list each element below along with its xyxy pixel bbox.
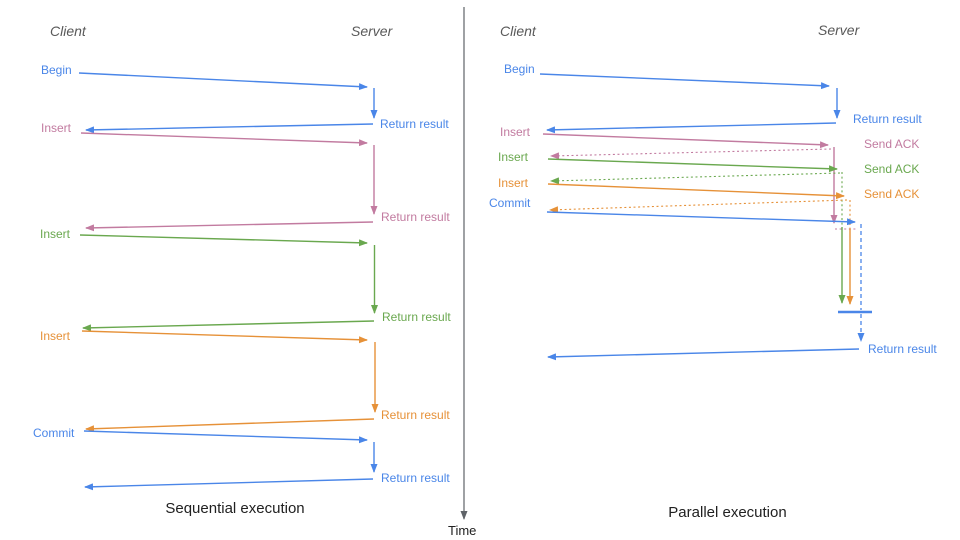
right-insert2-label: Insert bbox=[498, 150, 529, 164]
left-begin-result: Return result bbox=[380, 117, 449, 131]
left-client-heading: Client bbox=[50, 23, 86, 39]
right-insert1-ack: Send ACK bbox=[864, 137, 920, 151]
left-insert1-flow bbox=[80, 132, 378, 232]
right-begin-label: Begin bbox=[504, 62, 535, 76]
right-insert3-flow bbox=[547, 183, 854, 305]
right-commit-label: Commit bbox=[489, 196, 531, 210]
time-axis-label: Time bbox=[448, 523, 477, 538]
right-panel-title: Parallel execution bbox=[668, 504, 787, 521]
right-insert1-label: Insert bbox=[500, 125, 531, 139]
left-insert3-flow bbox=[81, 330, 379, 433]
right-insert2-flow bbox=[547, 158, 846, 304]
right-insert1-flow bbox=[542, 133, 857, 230]
left-insert2-label: Insert bbox=[40, 227, 71, 241]
left-insert3-result: Return result bbox=[381, 408, 450, 422]
right-commit-result: Return result bbox=[868, 342, 937, 356]
left-insert1-result: Return result bbox=[381, 210, 450, 224]
right-insert2-ack: Send ACK bbox=[864, 162, 920, 176]
left-insert3-label: Insert bbox=[40, 329, 71, 343]
left-server-heading: Server bbox=[351, 23, 393, 39]
right-server-heading: Server bbox=[818, 22, 860, 38]
left-panel-title: Sequential execution bbox=[165, 500, 305, 517]
left-insert1-label: Insert bbox=[41, 121, 72, 135]
left-begin-flow bbox=[78, 72, 378, 134]
right-insert3-ack: Send ACK bbox=[864, 187, 920, 201]
right-insert3-label: Insert bbox=[498, 176, 529, 190]
left-commit-flow bbox=[83, 430, 378, 491]
left-insert2-result: Return result bbox=[382, 310, 451, 324]
right-begin-result: Return result bbox=[853, 112, 922, 126]
left-commit-label: Commit bbox=[33, 426, 75, 440]
left-begin-label: Begin bbox=[41, 63, 72, 77]
right-client-heading: Client bbox=[500, 23, 536, 39]
right-commit-flow bbox=[546, 211, 872, 361]
right-begin-flow bbox=[539, 73, 841, 134]
left-insert2-flow bbox=[79, 234, 378, 332]
left-commit-result: Return result bbox=[381, 471, 450, 485]
